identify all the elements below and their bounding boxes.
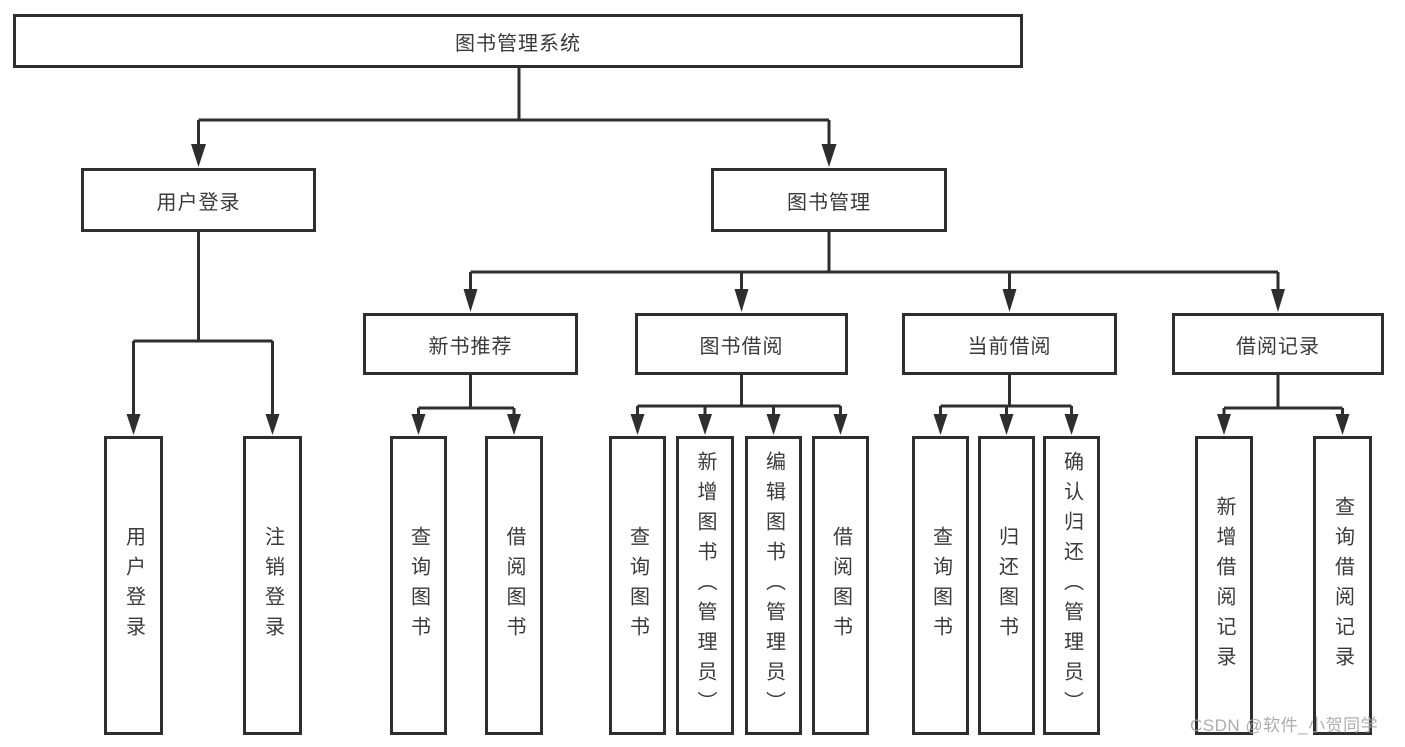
node-confirm-return-admin: 确认归还（管理员） [1043,436,1100,735]
node-label: 新书推荐 [428,335,513,358]
node-label: 用户登录 [122,525,145,646]
node-label: 新增图书（管理员） [694,450,716,721]
node-new-book-recommend: 新书推荐 [363,313,578,375]
node-query-books-current: 查询图书 [912,436,969,735]
node-label: 当前借阅 [967,335,1052,358]
node-label: 注销登录 [261,525,284,646]
node-label: 借阅记录 [1236,335,1320,358]
node-query-books-borrowing: 查询图书 [609,436,666,735]
node-add-books-admin: 新增图书（管理员） [676,436,734,735]
node-query-books-recommend: 查询图书 [390,436,447,735]
node-label: 借阅图书 [503,525,525,646]
node-book-management: 图书管理 [711,168,947,232]
node-book-management-system: 图书管理系统 [13,14,1023,68]
node-label: 确认归还（管理员） [1060,450,1083,721]
node-label: 查询图书 [626,525,649,646]
node-edit-books-admin: 编辑图书（管理员） [745,436,802,735]
node-label: 图书借阅 [699,335,784,358]
node-label: 查询图书 [929,525,952,646]
node-user-login: 用户登录 [81,168,316,232]
node-book-borrowing: 图书借阅 [635,313,848,375]
node-label: 查询图书 [407,525,430,646]
node-borrow-books-recommend: 借阅图书 [485,436,543,735]
node-user-login-leaf: 用户登录 [104,436,163,735]
node-label: 归还图书 [995,525,1018,646]
node-label: 查询借阅记录 [1331,495,1354,676]
node-label: 用户登录 [156,191,241,214]
node-current-borrowing: 当前借阅 [902,313,1117,375]
node-return-books: 归还图书 [978,436,1035,735]
node-borrow-books-leaf: 借阅图书 [812,436,869,735]
node-query-borrow-record: 查询借阅记录 [1313,436,1372,735]
node-label: 借阅图书 [829,525,852,646]
node-borrowing-records: 借阅记录 [1172,313,1384,375]
node-logout-leaf: 注销登录 [243,436,302,735]
node-label: 编辑图书（管理员） [762,450,785,721]
arrowheads [126,144,1350,435]
node-add-borrow-record: 新增借阅记录 [1195,436,1253,735]
node-label: 图书管理系统 [455,32,581,55]
node-label: 图书管理 [787,191,871,214]
node-label: 新增借阅记录 [1213,495,1235,676]
watermark: CSDN @软件_小贺同学 [1190,716,1379,735]
